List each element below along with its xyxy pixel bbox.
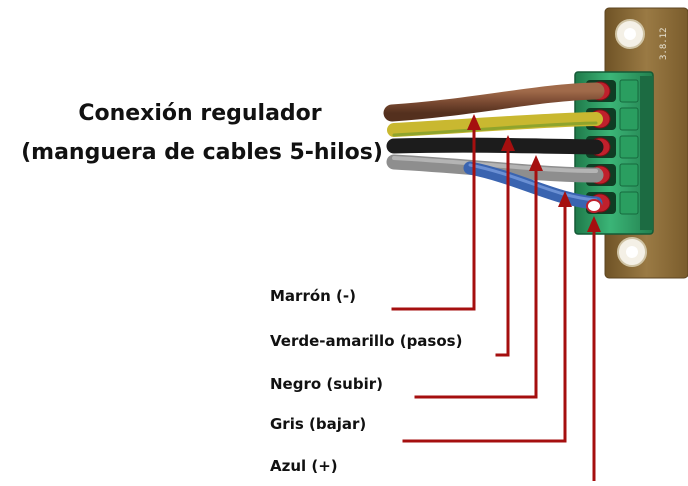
pointer-gris (402, 204, 567, 443)
wire-label-gris: Gris (bajar) (270, 415, 367, 433)
pointer-marron (391, 127, 476, 311)
pointer-marron-arrow (467, 114, 481, 130)
wire-yellow-green (387, 112, 603, 137)
board-marking: 3.8.12 (659, 27, 669, 60)
pointer-verde (495, 148, 510, 357)
diagram-title: Conexión regulador (78, 101, 322, 126)
wire-brown (383, 82, 605, 122)
pointer-gris-arrow (558, 191, 572, 207)
wire-label-marron: Marrón (-) (270, 287, 356, 305)
wire-label-azul: Azul (+) (270, 457, 338, 475)
wire-label-negro: Negro (subir) (270, 375, 383, 393)
pointer-negro-arrow (529, 155, 543, 171)
wire-black (386, 137, 604, 155)
pointer-negro (414, 168, 538, 399)
pointer-verde-arrow (501, 135, 515, 151)
wire-label-verde-amarillo: Verde-amarillo (pasos) (270, 332, 463, 350)
pointer-lines (391, 114, 601, 483)
diagram-subtitle: (manguera de cables 5-hilos) (21, 140, 383, 165)
pointer-azul-arrow (587, 216, 601, 232)
wire-bundle (383, 82, 605, 213)
